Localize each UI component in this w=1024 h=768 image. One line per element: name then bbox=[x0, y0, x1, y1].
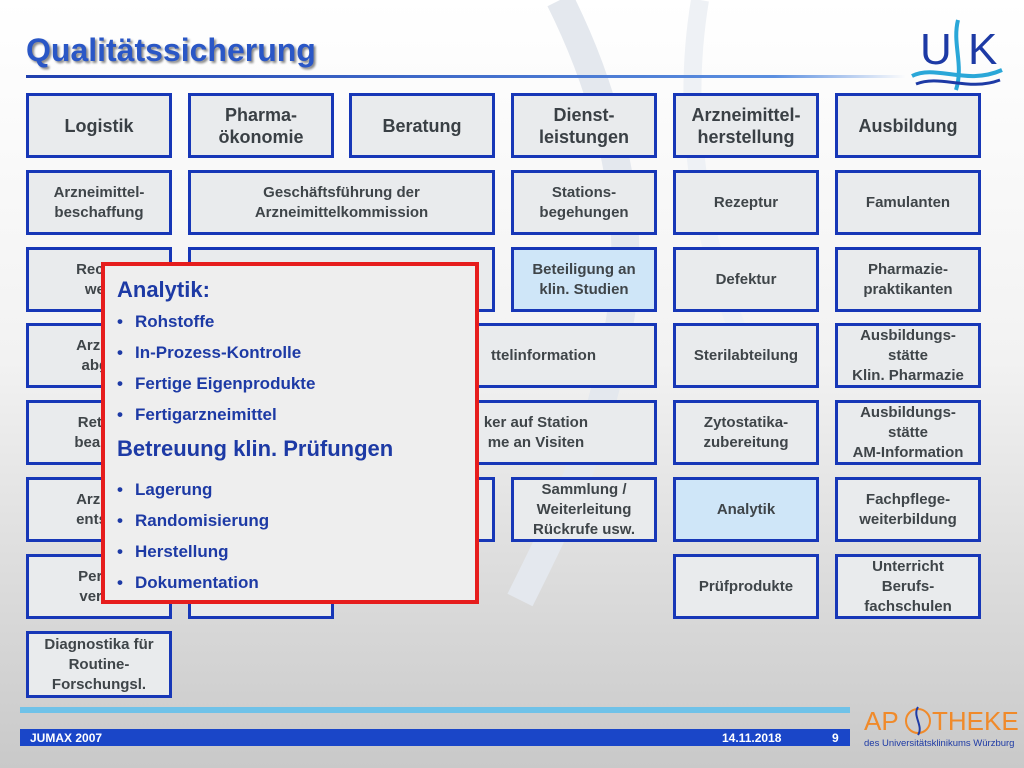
pruefungen-list: •Lagerung •Randomisierung •Herstellung •… bbox=[117, 474, 463, 598]
cell-klin-studien: Beteiligung an klin. Studien bbox=[511, 247, 657, 312]
uk-logo: U K bbox=[911, 19, 1003, 91]
cell-ausbildungsstaette-klin: Ausbildungs- stätte Klin. Pharmazie bbox=[835, 323, 981, 388]
list-item: •Dokumentation bbox=[117, 567, 463, 598]
cell-unterricht: Unterricht Berufs- fachschulen bbox=[835, 554, 981, 619]
analytik-callout: Analytik: •Rohstoffe •In-Prozess-Kontrol… bbox=[101, 262, 479, 604]
footer-accent-line bbox=[20, 707, 850, 713]
list-item: •In-Prozess-Kontrolle bbox=[117, 337, 463, 368]
cell-sterilabteilung: Sterilabteilung bbox=[673, 323, 819, 388]
list-item: •Fertige Eigenprodukte bbox=[117, 368, 463, 399]
bullet-icon: • bbox=[117, 312, 123, 331]
list-item: •Fertigarzneimittel bbox=[117, 399, 463, 430]
svg-text:K: K bbox=[968, 25, 997, 74]
analytik-list: •Rohstoffe •In-Prozess-Kontrolle •Fertig… bbox=[117, 306, 463, 430]
title-underline bbox=[26, 75, 906, 78]
cell-rezeptur: Rezeptur bbox=[673, 170, 819, 235]
cell-fachpflege: Fachpflege- weiterbildung bbox=[835, 477, 981, 542]
list-item: •Lagerung bbox=[117, 474, 463, 505]
header-pharmaoekonomie: Pharma- ökonomie bbox=[188, 93, 334, 158]
callout-heading-analytik: Analytik: bbox=[117, 277, 210, 302]
bullet-icon: • bbox=[117, 374, 123, 393]
cell-analytik: Analytik bbox=[673, 477, 819, 542]
footer-left-label: JUMAX 2007 bbox=[30, 731, 103, 745]
header-beratung: Beratung bbox=[349, 93, 495, 158]
cell-zytostatika: Zytostatika- zubereitung bbox=[673, 400, 819, 465]
bullet-icon: • bbox=[117, 573, 123, 592]
cell-arzneimittelbeschaffung: Arzneimittel- beschaffung bbox=[26, 170, 172, 235]
header-arzneimittelherstellung: Arzneimittel- herstellung bbox=[673, 93, 819, 158]
header-logistik: Logistik bbox=[26, 93, 172, 158]
footer-page-number: 9 bbox=[832, 731, 839, 745]
header-dienstleistungen: Dienst- leistungen bbox=[511, 93, 657, 158]
apotheke-logo: AP THEKE des Universitätsklinikums Würzb… bbox=[864, 706, 1019, 749]
cell-ausbildungsstaette-ami: Ausbildungs- stätte AM-Information bbox=[835, 400, 981, 465]
svg-text:THEKE: THEKE bbox=[932, 706, 1019, 736]
bullet-icon: • bbox=[117, 405, 123, 424]
header-ausbildung: Ausbildung bbox=[835, 93, 981, 158]
bullet-icon: • bbox=[117, 480, 123, 499]
list-item: •Rohstoffe bbox=[117, 306, 463, 337]
svg-text:AP: AP bbox=[864, 706, 899, 736]
bullet-icon: • bbox=[117, 511, 123, 530]
bullet-icon: • bbox=[117, 542, 123, 561]
cell-rueckrufe: Sammlung / Weiterleitung Rückrufe usw. bbox=[511, 477, 657, 542]
cell-defektur: Defektur bbox=[673, 247, 819, 312]
page-title: Qualitätssicherung bbox=[26, 32, 316, 68]
list-item: •Randomisierung bbox=[117, 505, 463, 536]
cell-pharmaziepraktikanten: Pharmazie- praktikanten bbox=[835, 247, 981, 312]
cell-diagnostika: Diagnostika für Routine- Forschungsl. bbox=[26, 631, 172, 698]
svg-text:U: U bbox=[920, 25, 952, 74]
svg-text:des Universitätsklinikums Würz: des Universitätsklinikums Würzburg bbox=[864, 738, 1014, 749]
footer-date: 14.11.2018 bbox=[722, 731, 782, 745]
cell-pruefprodukte: Prüfprodukte bbox=[673, 554, 819, 619]
cell-famulanten: Famulanten bbox=[835, 170, 981, 235]
list-item: •Herstellung bbox=[117, 536, 463, 567]
cell-stationsbegehungen: Stations- begehungen bbox=[511, 170, 657, 235]
callout-heading-pruefungen: Betreuung klin. Prüfungen bbox=[117, 436, 394, 461]
bullet-icon: • bbox=[117, 343, 123, 362]
footer-bar bbox=[20, 729, 850, 746]
cell-geschaeftsfuehrung-akk: Geschäftsführung der Arzneimittelkommiss… bbox=[188, 170, 495, 235]
